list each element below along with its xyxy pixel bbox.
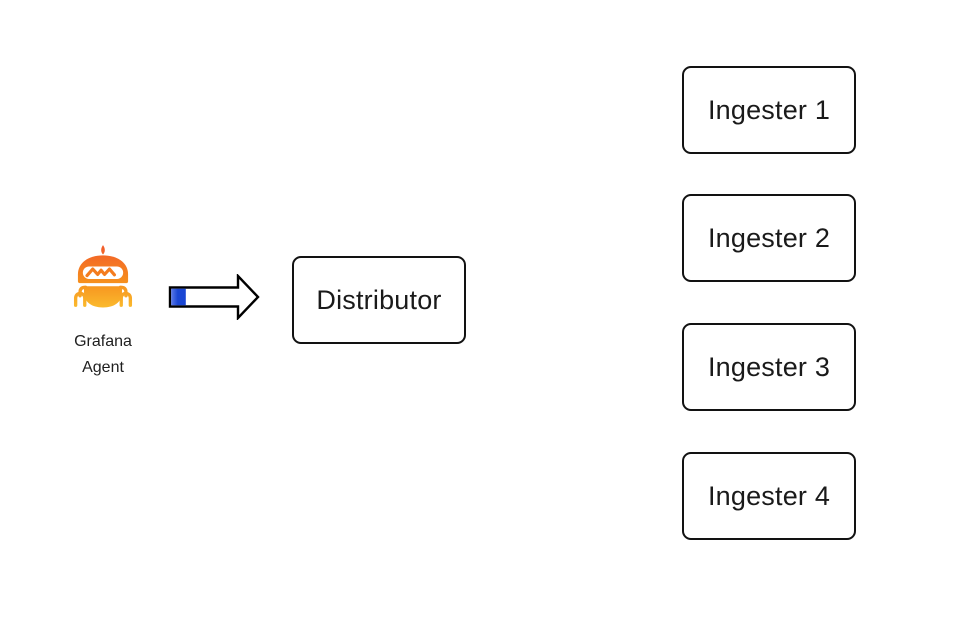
robot-body [84,286,122,308]
ingester-3-node: Ingester 3 [682,323,856,411]
robot-antenna [101,245,105,255]
robot-left-hand [73,291,87,307]
grafana-agent-robot-icon [73,245,133,308]
grafana-agent-node: Grafana Agent [43,244,163,381]
agent-label-line1: Grafana [74,333,132,350]
ingester-2-node: Ingester 2 [682,194,856,282]
arrow-progress-fill [171,288,186,306]
robot-goggle-wave [85,267,116,278]
arrow-outline [168,274,260,320]
block-arrow-right-icon [168,274,260,320]
agent-label: Grafana Agent [43,329,163,381]
distributor-node: Distributor [292,256,466,344]
ingester-1-node: Ingester 1 [682,66,856,154]
agent-label-line2: Agent [82,359,124,376]
robot-right-hand [119,291,133,307]
ingester-4-node: Ingester 4 [682,452,856,540]
